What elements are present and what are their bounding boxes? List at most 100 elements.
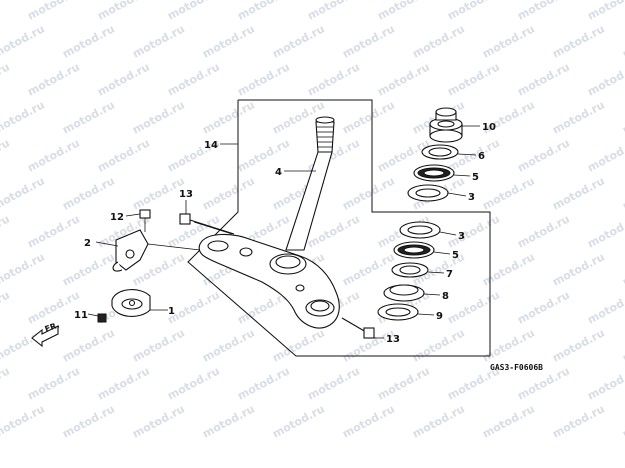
watermark-text: motod.ru	[305, 364, 362, 402]
watermark-text: motod.ru	[95, 60, 152, 98]
watermark-text: motod.ru	[130, 98, 187, 136]
watermark-text: motod.ru	[410, 22, 467, 60]
ball-race-lower	[399, 221, 441, 239]
leader-7	[427, 271, 445, 274]
watermark-text: motod.ru	[480, 402, 537, 440]
callout-11: 11	[74, 310, 88, 321]
watermark-text: motod.ru	[410, 326, 467, 364]
watermark-text: motod.ru	[515, 212, 572, 250]
under-bracket	[198, 233, 340, 329]
watermark-text: motod.ru	[60, 22, 117, 60]
outer-race-upper	[421, 144, 459, 160]
watermark-text: motod.ru	[0, 288, 12, 326]
leader-3a	[447, 192, 467, 197]
guide-bolt	[97, 313, 107, 323]
leader-6	[457, 153, 477, 156]
watermark-text: motod.ru	[620, 250, 625, 288]
callout-8: 8	[442, 291, 449, 302]
watermark-text: motod.ru	[200, 402, 257, 440]
watermark-text: motod.ru	[200, 326, 257, 364]
outer-race-lower	[391, 262, 429, 278]
watermark-text: motod.ru	[25, 0, 82, 23]
leader-3b	[439, 231, 457, 236]
callout-13-lower: 13	[386, 334, 400, 345]
dust-seal	[383, 284, 425, 302]
watermark-text: motod.ru	[480, 22, 537, 60]
leader-8	[423, 293, 441, 296]
watermark-text: motod.ru	[0, 212, 12, 250]
watermark-text: motod.ru	[445, 288, 502, 326]
watermark-text: motod.ru	[550, 22, 607, 60]
watermark-text: motod.ru	[0, 136, 12, 174]
watermark-text: motod.ru	[620, 98, 625, 136]
callout-5-lower: 5	[452, 250, 459, 261]
watermark-text: motod.ru	[340, 174, 397, 212]
steel-ball-upper	[413, 164, 455, 182]
watermark-text: motod.ru	[375, 60, 432, 98]
watermark-text: motod.ru	[25, 212, 82, 250]
watermark-text: motod.ru	[60, 402, 117, 440]
watermark-text: motod.ru	[25, 60, 82, 98]
watermark-text: motod.ru	[305, 60, 362, 98]
watermark-text: motod.ru	[95, 136, 152, 174]
cable-guide	[111, 289, 151, 317]
steel-ball-lower	[393, 241, 435, 259]
watermark-text: motod.ru	[410, 402, 467, 440]
watermark-text: motod.ru	[25, 364, 82, 402]
watermark-text: motod.ru	[620, 402, 625, 440]
watermark-text: motod.ru	[585, 136, 625, 174]
callout-6: 6	[478, 151, 485, 162]
watermark-text: motod.ru	[0, 98, 47, 136]
leader-11	[87, 313, 99, 317]
watermark-text: motod.ru	[620, 22, 625, 60]
callout-13-upper: 13	[179, 189, 193, 200]
callout-14: 14	[204, 140, 218, 151]
watermark-text: motod.ru	[200, 98, 257, 136]
watermark-text: motod.ru	[60, 174, 117, 212]
callout-5-upper: 5	[472, 172, 479, 183]
watermark-text: motod.ru	[550, 98, 607, 136]
watermark-text: motod.ru	[340, 250, 397, 288]
watermark-text: motod.ru	[550, 174, 607, 212]
bolt-upper	[179, 213, 235, 235]
watermark-text: motod.ru	[585, 60, 625, 98]
front-direction-arrow	[31, 325, 59, 348]
diagram-code: GAS3-F0606B	[490, 363, 543, 372]
watermark-text: motod.ru	[480, 326, 537, 364]
watermark-text: motod.ru	[235, 0, 292, 23]
watermark-text: motod.ru	[340, 402, 397, 440]
leader-12	[125, 213, 141, 217]
watermark-text: motod.ru	[0, 250, 47, 288]
watermark-text: motod.ru	[200, 22, 257, 60]
watermark-text: motod.ru	[165, 364, 222, 402]
callout-3-lower: 3	[458, 231, 465, 242]
top-cone-race	[429, 107, 463, 143]
callout-9: 9	[436, 311, 443, 322]
watermark-text: motod.ru	[340, 22, 397, 60]
callout-3-upper: 3	[468, 192, 475, 203]
watermark-text: motod.ru	[60, 326, 117, 364]
ball-race-upper	[407, 184, 449, 202]
callout-12: 12	[110, 212, 124, 223]
watermark-text: motod.ru	[95, 0, 152, 23]
watermark-text: motod.ru	[515, 288, 572, 326]
watermark-text: motod.ru	[585, 212, 625, 250]
watermark-text: motod.ru	[550, 402, 607, 440]
steering-stem	[285, 116, 335, 251]
watermark-text: motod.ru	[0, 60, 12, 98]
watermark-text: motod.ru	[270, 402, 327, 440]
watermark-text: motod.ru	[200, 174, 257, 212]
assembly-outline	[187, 99, 491, 357]
watermark-text: motod.ru	[0, 364, 12, 402]
watermark-text: motod.ru	[235, 364, 292, 402]
watermark-text: motod.ru	[480, 174, 537, 212]
callout-7: 7	[446, 269, 453, 280]
watermark-text: motod.ru	[620, 174, 625, 212]
watermark-text: motod.ru	[550, 326, 607, 364]
watermark-text: motod.ru	[165, 0, 222, 23]
watermark-text: motod.ru	[235, 60, 292, 98]
callout-4: 4	[275, 167, 282, 178]
callout-10: 10	[482, 122, 496, 133]
watermark-text: motod.ru	[0, 174, 47, 212]
